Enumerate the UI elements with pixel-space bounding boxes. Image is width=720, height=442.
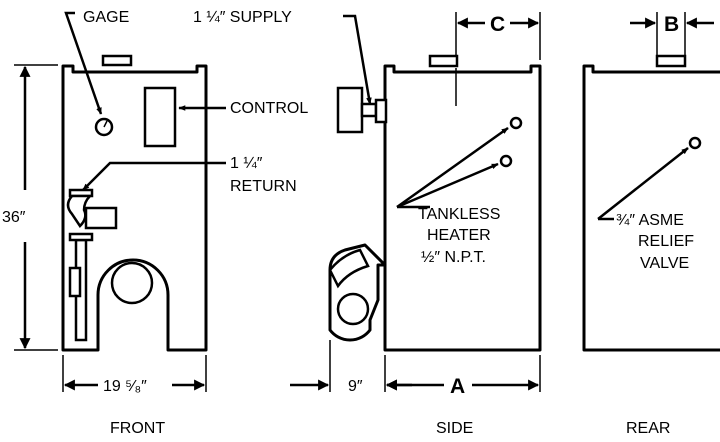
tankless-label-line1: TANKLESS — [418, 206, 500, 223]
dim-a-label: A — [450, 375, 465, 398]
side-control-box — [336, 86, 364, 134]
return-leader — [82, 161, 226, 191]
rear-cabinet-outline — [582, 64, 720, 352]
supply-label: 1 ¼″ SUPPLY — [193, 9, 292, 26]
gage-needle — [103, 120, 108, 128]
return-word-label: RETURN — [230, 178, 297, 195]
side-supply-elbow — [374, 98, 388, 124]
return-stub — [68, 266, 82, 298]
side-blower-wheel-icon — [336, 292, 370, 326]
height-label: 36″ — [2, 209, 26, 226]
tankless-label-line3: ½″ N.P.T. — [421, 249, 486, 266]
view-label-side: SIDE — [436, 420, 473, 437]
relief-valve-connection-icon — [688, 136, 702, 150]
tankless-connection-upper-icon — [509, 116, 523, 130]
return-elbow — [66, 194, 94, 228]
view-label-front: FRONT — [110, 420, 165, 437]
relief-leader — [597, 147, 689, 220]
relief-label-line2: RELIEF — [638, 233, 694, 250]
gage-leader — [64, 11, 103, 115]
rear-view — [582, 54, 720, 352]
view-label-rear: REAR — [626, 420, 670, 437]
side-supply-fitting — [360, 102, 378, 118]
control-panel — [143, 86, 177, 148]
side-view — [328, 54, 542, 352]
return-pump-body — [84, 206, 118, 230]
gage-label: GAGE — [83, 9, 129, 26]
tankless-connection-lower-icon — [499, 154, 513, 168]
supply-leader — [343, 14, 372, 105]
dim-c-label: C — [490, 13, 505, 36]
rear-top-collar — [655, 54, 687, 68]
return-flange-bottom — [68, 232, 94, 242]
front-width-label: 19 ⁵⁄₈″ — [103, 378, 147, 395]
front-top-collar — [101, 54, 133, 67]
front-view — [61, 54, 208, 352]
control-label: CONTROL — [230, 100, 308, 117]
circulator-pump-icon — [110, 261, 154, 305]
tankless-label-line2: HEATER — [427, 227, 491, 244]
tankless-leader-lower — [396, 162, 499, 209]
offset-9-label: 9″ — [348, 378, 363, 395]
side-cabinet-outline — [383, 64, 542, 352]
dim-b-label: B — [664, 13, 679, 36]
relief-label-line3: VALVE — [640, 255, 689, 272]
side-top-collar — [428, 54, 459, 68]
relief-label-line1: ¾″ ASME — [616, 212, 684, 229]
tankless-leader-upper — [396, 126, 509, 209]
return-size-label: 1 ¼″ — [230, 155, 263, 172]
side-blower-hood — [328, 248, 370, 289]
